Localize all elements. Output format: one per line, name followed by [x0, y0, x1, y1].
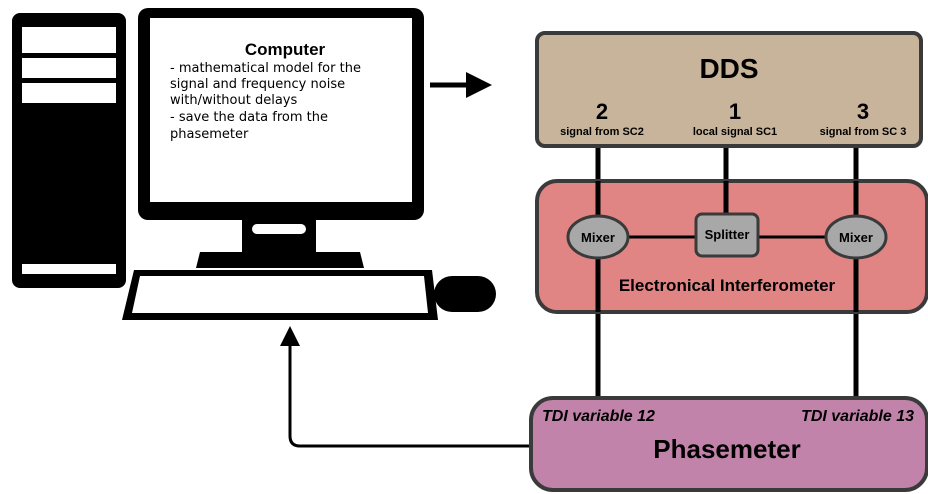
computer-monitor	[138, 8, 424, 268]
right-mixer: Mixer	[824, 214, 888, 260]
splitter: Splitter	[694, 212, 760, 258]
mouse-icon	[434, 276, 496, 312]
phasemeter-title: Phasemeter	[653, 434, 800, 464]
monitor-screen	[150, 18, 412, 202]
dds-port-1-label: local signal SC1	[693, 126, 777, 138]
tower-base-stripe	[22, 264, 116, 274]
arrow-to-computer	[288, 342, 530, 448]
dds-block: DDS 2 signal from SC2 1 local signal SC1…	[535, 31, 923, 148]
interferometer-title: Electronical Interferometer	[619, 276, 836, 295]
computer-line-1: - mathematical model for the	[170, 61, 361, 76]
dds-port-3-label: signal from SC 3	[820, 126, 907, 138]
arrow-to-dds-head	[466, 72, 492, 98]
computer-line-3: with/without delays	[170, 93, 297, 108]
monitor-neck-highlight	[252, 224, 306, 234]
arrow-to-computer-head	[280, 326, 300, 346]
monitor-stand	[196, 252, 364, 268]
splitter-label: Splitter	[705, 227, 750, 242]
dds-port-3-number: 3	[857, 99, 869, 124]
drive-bay-2	[22, 58, 116, 78]
phasemeter-right-variable: TDI variable 13	[801, 408, 914, 425]
computer-description: - mathematical model for the signal and …	[170, 61, 361, 142]
dds-port-2-number: 2	[596, 99, 608, 124]
computer-line-2: signal and frequency noise	[170, 77, 345, 92]
phasemeter-left-variable: TDI variable 12	[542, 408, 655, 425]
keyboard	[122, 270, 438, 320]
computer-line-5: phasemeter	[170, 127, 249, 142]
phasemeter-block: TDI variable 12 TDI variable 13 Phasemet…	[529, 396, 928, 492]
dds-port-1-number: 1	[729, 99, 741, 124]
left-mixer-label: Mixer	[581, 230, 615, 245]
drive-bay-3	[22, 83, 116, 103]
dds-port-2-label: signal from SC2	[560, 126, 644, 138]
monitor-neck	[242, 218, 316, 254]
computer-tower	[12, 13, 126, 288]
left-mixer: Mixer	[566, 214, 630, 260]
right-mixer-label: Mixer	[839, 230, 873, 245]
drive-bay-1	[22, 27, 116, 53]
computer-title: Computer	[245, 40, 326, 59]
dds-title: DDS	[699, 53, 758, 84]
computer-line-4: - save the data from the	[170, 110, 328, 125]
